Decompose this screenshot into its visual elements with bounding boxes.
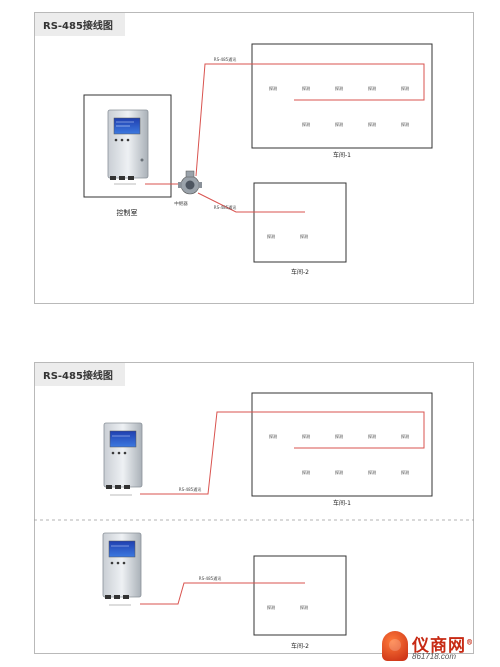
detector-tag: 探测 [368, 121, 376, 127]
detector-tag: 探测 [269, 433, 277, 439]
site-watermark: 仪商网® 861718.com [382, 631, 494, 665]
detector-tag: 探测 [269, 85, 277, 91]
detector-tag: 探测 [335, 85, 343, 91]
detector-tag: 探测 [300, 233, 308, 239]
controller-cabinet-2a [103, 422, 143, 496]
workshop-2-label: 车间-2 [291, 268, 309, 276]
detector-tag: 探测 [267, 233, 275, 239]
site-logo-icon [382, 631, 408, 661]
detector-tag: 探测 [368, 433, 376, 439]
detector-tag: 探测 [401, 121, 409, 127]
detector-tag: 探测 [300, 604, 308, 610]
workshop-2-box [253, 182, 347, 263]
bus-label-1: RS-485通讯 [214, 56, 236, 62]
detector-tag: 探测 [368, 469, 376, 475]
workshop-1-label: 车间-1 [333, 151, 351, 159]
detector-tag: 探测 [335, 469, 343, 475]
control-room-label: 控制室 [117, 208, 138, 217]
detector-tag: 探测 [335, 433, 343, 439]
diagram-title-1: RS-485接线图 [35, 13, 125, 36]
bus-label-2-d2: RS-485通讯 [199, 575, 221, 581]
bus-label-2: RS-485通讯 [214, 204, 236, 210]
detector-tag: 探测 [401, 433, 409, 439]
workshop-1-box [251, 43, 433, 149]
detector-tag: 探测 [368, 85, 376, 91]
detector-tag: 探测 [335, 121, 343, 127]
diagram-title-2: RS-485接线图 [35, 363, 125, 386]
bus-label-1-d2: RS-485通讯 [179, 486, 201, 492]
watermark-name: 仪商网® [412, 636, 474, 656]
workshop-1-label-d2: 车间-1 [333, 499, 351, 507]
workshop-2-label-d2: 车间-2 [291, 642, 309, 650]
detector-tag: 探测 [302, 85, 310, 91]
workshop-2-box-d2 [253, 555, 347, 636]
relay-label: 中继器 [174, 200, 188, 207]
relay-device [178, 170, 202, 195]
watermark-url: 861718.com [412, 652, 457, 661]
detector-tag: 探测 [302, 469, 310, 475]
rs485-wiring-1 [145, 63, 425, 213]
controller-cabinet-1 [107, 109, 149, 185]
controller-cabinet-2b [102, 532, 142, 606]
detector-tag: 探测 [267, 604, 275, 610]
workshop-1-box-d2 [251, 392, 433, 497]
detector-tag: 探测 [302, 433, 310, 439]
detector-tag: 探测 [401, 85, 409, 91]
detector-tag: 探测 [401, 469, 409, 475]
detector-tag: 探测 [302, 121, 310, 127]
rs485-wiring-2 [140, 411, 425, 605]
